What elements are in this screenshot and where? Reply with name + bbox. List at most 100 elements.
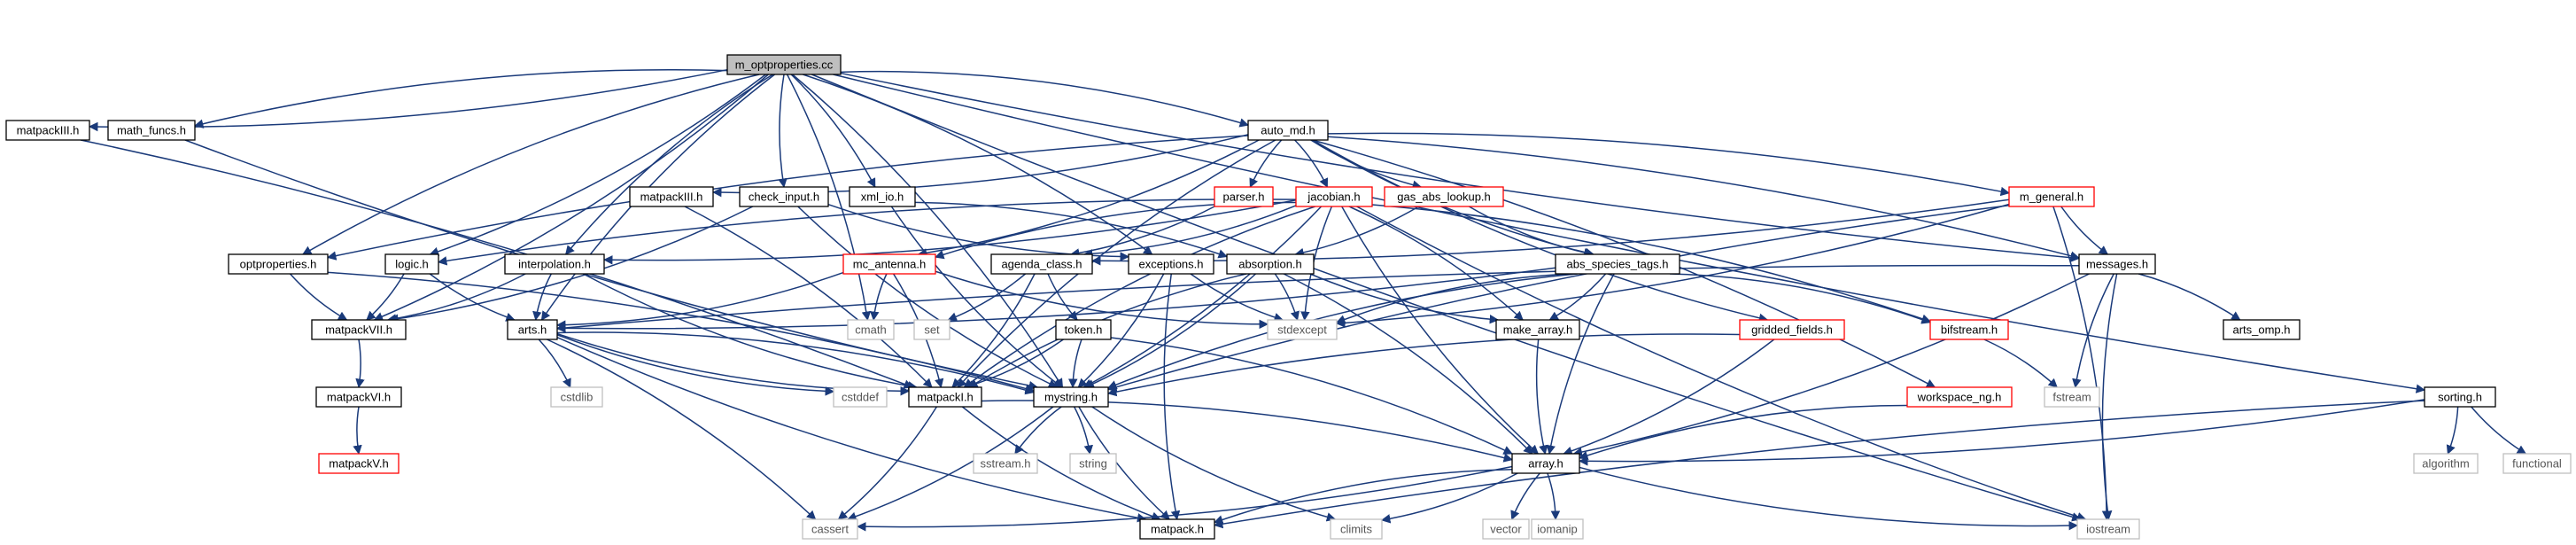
- node-gridded[interactable]: gridded_fields.h: [1739, 319, 1845, 340]
- node-label: matpackIII.h: [640, 190, 703, 203]
- node-box: [908, 386, 982, 408]
- node-matpack[interactable]: matpack.h: [1139, 518, 1215, 540]
- edge-root-to-xml_io: [790, 74, 876, 188]
- node-matpackIII_l[interactable]: matpackIII.h: [5, 120, 90, 141]
- node-messages[interactable]: messages.h: [2078, 253, 2156, 275]
- node-math_funcs[interactable]: math_funcs.h: [107, 120, 196, 141]
- edge-root-to-mystring: [792, 74, 1064, 388]
- node-abs_species[interactable]: abs_species_tags.h: [1555, 253, 1680, 275]
- node-absorption[interactable]: absorption.h: [1226, 253, 1315, 275]
- node-sorting[interactable]: sorting.h: [2424, 386, 2496, 408]
- node-box: [1929, 319, 2009, 340]
- edge-messages-to-arts: [555, 264, 2080, 333]
- node-xml_io[interactable]: xml_io.h: [849, 186, 916, 207]
- edge-jacobian-to-mystring: [1082, 206, 1323, 388]
- node-label: m_general.h: [2020, 190, 2083, 203]
- node-box: [2502, 453, 2572, 474]
- node-box: [1531, 518, 1584, 540]
- edge-xml_io-to-mystring: [890, 206, 1063, 388]
- edge-jacobian-to-make_array: [1348, 206, 1524, 321]
- node-arts_omp[interactable]: arts_omp.h: [2223, 319, 2301, 340]
- node-label: string: [1079, 456, 1107, 470]
- node-optprop[interactable]: optproperties.h: [228, 253, 329, 275]
- node-label: cstdlib: [561, 390, 594, 403]
- node-sstream: sstream.h: [973, 453, 1038, 474]
- node-label: matpackVII.h: [325, 323, 392, 336]
- node-token[interactable]: token.h: [1055, 319, 1112, 340]
- node-box: [1295, 186, 1373, 207]
- edge-interp-to-arts: [532, 273, 552, 322]
- edge-token-to-matpackI: [964, 339, 1064, 390]
- node-mc_antenna[interactable]: mc_antenna.h: [842, 253, 936, 275]
- node-box: [1055, 319, 1112, 340]
- node-label: workspace_ng.h: [1917, 390, 2002, 403]
- edge-auto_md-to-gridded: [1312, 139, 1769, 323]
- node-label: gas_abs_lookup.h: [1397, 190, 1491, 203]
- node-box: [1511, 453, 1580, 474]
- edge-exceptions-to-mystring: [1077, 273, 1165, 388]
- node-arts[interactable]: arts.h: [507, 319, 558, 340]
- node-cmath: cmath: [847, 319, 895, 340]
- node-matpackI[interactable]: matpackI.h: [908, 386, 982, 408]
- edge-gas_abs-to-abs_species: [1468, 206, 1594, 258]
- node-box: [2424, 386, 2496, 408]
- edge-root-to-math_funcs: [193, 68, 728, 128]
- edge-mystring-to-sstream: [1014, 406, 1062, 455]
- node-workspace_ng[interactable]: workspace_ng.h: [1906, 386, 2013, 408]
- node-box: [1384, 186, 1504, 207]
- edge-jacobian-to-iostream: [1356, 206, 2087, 522]
- edge-root-to-check_input: [778, 74, 788, 189]
- node-label: vector: [1490, 522, 1522, 535]
- edge-auto_md-to-parser: [1249, 139, 1283, 188]
- node-matpackVII[interactable]: matpackVII.h: [311, 319, 407, 340]
- node-iomanip: iomanip: [1531, 518, 1584, 540]
- node-box: [1069, 453, 1117, 474]
- edge-root-to-matpackVII: [373, 74, 769, 322]
- node-label: bifstream.h: [1941, 323, 1998, 336]
- edge-agenda_class-to-set: [947, 273, 1027, 322]
- node-label: cstddef: [842, 390, 879, 403]
- node-matpackIII_m[interactable]: matpackIII.h: [629, 186, 714, 207]
- node-logic[interactable]: logic.h: [384, 253, 439, 275]
- node-matpackV[interactable]: matpackV.h: [318, 453, 400, 474]
- edge-mystring-to-string: [1074, 406, 1093, 455]
- edge-mystring-to-cassert: [847, 406, 1054, 521]
- node-cstddef: cstddef: [833, 386, 888, 408]
- edge-make_array-to-array: [1535, 339, 1548, 455]
- node-box: [2223, 319, 2301, 340]
- node-agenda_class[interactable]: agenda_class.h: [990, 253, 1093, 275]
- edge-agenda_class-to-matpackI: [951, 273, 1036, 388]
- node-mystring[interactable]: mystring.h: [1033, 386, 1109, 408]
- node-make_array[interactable]: make_array.h: [1495, 319, 1580, 340]
- node-auto_md[interactable]: auto_md.h: [1247, 120, 1329, 141]
- edge-m_general-to-stdexcept: [1335, 203, 2010, 328]
- node-jacobian[interactable]: jacobian.h: [1295, 186, 1373, 207]
- edge-absorption-to-array: [1283, 273, 1533, 455]
- edge-absorption-to-make_array: [1309, 273, 1500, 324]
- node-bifstream[interactable]: bifstream.h: [1929, 319, 2009, 340]
- node-matpackVI[interactable]: matpackVI.h: [315, 386, 402, 408]
- node-m_general[interactable]: m_general.h: [2008, 186, 2095, 207]
- edge-abs_species-to-bifstream: [1669, 273, 1931, 324]
- node-parser[interactable]: parser.h: [1214, 186, 1274, 207]
- node-label: interpolation.h: [518, 257, 591, 270]
- node-string: string: [1069, 453, 1117, 474]
- edge-sorting-to-matpack: [1213, 400, 2425, 529]
- edge-root-to-optprop: [302, 74, 760, 255]
- edge-absorption-to-stdexcept: [1274, 273, 1300, 322]
- node-box: [802, 518, 858, 540]
- node-interp[interactable]: interpolation.h: [504, 253, 605, 275]
- edge-exceptions-to-matpack: [1163, 273, 1181, 521]
- edge-m_general-to-messages: [2060, 206, 2109, 255]
- edge-jacobian-to-logic: [437, 199, 1297, 266]
- node-check_input[interactable]: check_input.h: [739, 186, 829, 207]
- node-array[interactable]: array.h: [1511, 453, 1580, 474]
- edge-array-to-matpack: [1214, 469, 1513, 525]
- edge-jacobian-to-matpackI: [963, 206, 1315, 388]
- edge-matpackI-to-cassert: [837, 406, 938, 520]
- node-label: mc_antenna.h: [853, 257, 926, 270]
- node-exceptions[interactable]: exceptions.h: [1128, 253, 1214, 275]
- node-gas_abs[interactable]: gas_abs_lookup.h: [1384, 186, 1504, 207]
- node-root[interactable]: m_optproperties.cc: [726, 54, 842, 75]
